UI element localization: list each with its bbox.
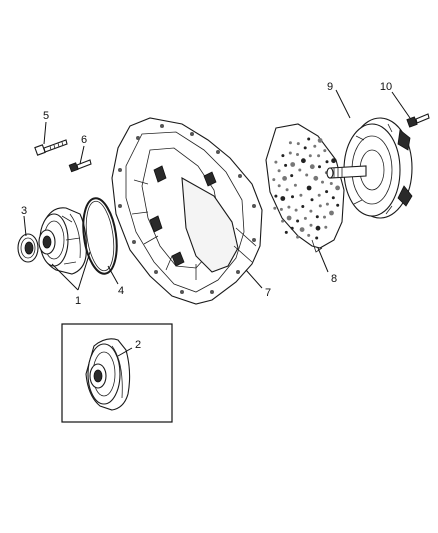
plate-hole bbox=[318, 204, 322, 208]
plate-hole bbox=[308, 154, 312, 158]
plate-hole bbox=[309, 164, 315, 170]
plate-hole bbox=[296, 153, 299, 156]
callout-1: 1 bbox=[75, 295, 81, 307]
plate-hole bbox=[280, 196, 286, 201]
plate-hole bbox=[303, 146, 307, 150]
plate-hole bbox=[296, 142, 300, 146]
plate-hole bbox=[310, 198, 314, 202]
plate-hole bbox=[313, 144, 317, 148]
plate-hole bbox=[296, 235, 300, 239]
plate-hole bbox=[285, 188, 289, 192]
plate-hole bbox=[290, 226, 294, 230]
plate-hole bbox=[305, 173, 309, 177]
plate-hole bbox=[288, 141, 292, 145]
seal-ring-part-3 bbox=[17, 233, 39, 263]
pump-cover-part-2 bbox=[85, 338, 131, 411]
plate-hole bbox=[284, 230, 288, 234]
plate-hole bbox=[299, 193, 303, 197]
plate-hole bbox=[329, 182, 333, 185]
callout-4: 4 bbox=[118, 285, 124, 297]
plate-hole bbox=[296, 219, 300, 223]
plate-hole bbox=[307, 137, 311, 141]
plate-hole bbox=[293, 183, 297, 187]
plate-hole bbox=[313, 175, 319, 181]
o-ring-part-4 bbox=[82, 197, 118, 275]
torque-converter-part-9 bbox=[326, 117, 413, 219]
plate-hole bbox=[286, 215, 292, 221]
plate-hole bbox=[324, 225, 328, 229]
plate-hole bbox=[331, 196, 335, 200]
plate-hole bbox=[274, 194, 278, 198]
callout-2: 2 bbox=[135, 339, 141, 351]
plate-hole bbox=[325, 160, 329, 164]
plate-hole bbox=[284, 163, 288, 167]
plate-hole bbox=[309, 209, 313, 213]
inset-frame bbox=[61, 323, 173, 423]
plate-hole bbox=[335, 185, 340, 191]
bolt-part-10 bbox=[406, 113, 430, 128]
plate-hole bbox=[290, 174, 294, 178]
plate-hole bbox=[287, 205, 291, 209]
leader-lines bbox=[23, 89, 411, 357]
plate-hole bbox=[272, 178, 276, 182]
plate-hole bbox=[274, 160, 278, 164]
plate-hole bbox=[279, 207, 283, 211]
plate-hole bbox=[323, 149, 327, 153]
plate-hole bbox=[315, 215, 319, 219]
valve-plate-part-8 bbox=[265, 123, 345, 253]
bolt-part-5 bbox=[34, 139, 68, 156]
plate-hole bbox=[317, 154, 321, 158]
plate-hole bbox=[282, 176, 287, 181]
plate-hole bbox=[315, 225, 321, 231]
plate-hole bbox=[325, 202, 329, 206]
bolt-part-6 bbox=[68, 159, 92, 173]
plate-hole bbox=[317, 138, 323, 143]
plate-hole bbox=[306, 185, 312, 191]
plate-hole bbox=[303, 216, 307, 220]
plate-hole bbox=[323, 215, 326, 219]
oil-pump-part-1 bbox=[38, 207, 87, 275]
plate-hole bbox=[291, 195, 294, 199]
plate-hole bbox=[309, 223, 313, 227]
plate-hole bbox=[298, 168, 302, 172]
plate-hole bbox=[273, 206, 277, 210]
transmission-housing-part-7 bbox=[111, 117, 263, 305]
plate-holes bbox=[272, 137, 342, 240]
plate-hole bbox=[317, 193, 321, 197]
plate-hole bbox=[281, 219, 285, 223]
plate-hole bbox=[307, 233, 311, 237]
plate-hole bbox=[321, 180, 324, 184]
callout-3: 3 bbox=[21, 205, 27, 217]
callout-10: 10 bbox=[380, 81, 392, 93]
plate-hole bbox=[329, 210, 334, 216]
plate-hole bbox=[277, 169, 281, 173]
plate-hole bbox=[325, 190, 329, 194]
plate-hole bbox=[288, 151, 292, 155]
plate-hole bbox=[315, 236, 319, 240]
plate-hole bbox=[290, 162, 296, 167]
plate-hole bbox=[294, 208, 298, 212]
plate-hole bbox=[301, 158, 306, 164]
plate-hole bbox=[318, 165, 321, 169]
plate-hole bbox=[299, 227, 305, 233]
plate-hole bbox=[301, 205, 305, 208]
callout-6: 6 bbox=[81, 134, 87, 146]
plate-hole bbox=[336, 203, 340, 207]
callout-8: 8 bbox=[331, 273, 337, 285]
callout-7: 7 bbox=[265, 287, 271, 299]
callout-9: 9 bbox=[327, 81, 333, 93]
plate-hole bbox=[277, 184, 281, 188]
plate-hole bbox=[281, 154, 285, 158]
plate-hole bbox=[331, 158, 336, 164]
callout-5: 5 bbox=[43, 110, 49, 122]
